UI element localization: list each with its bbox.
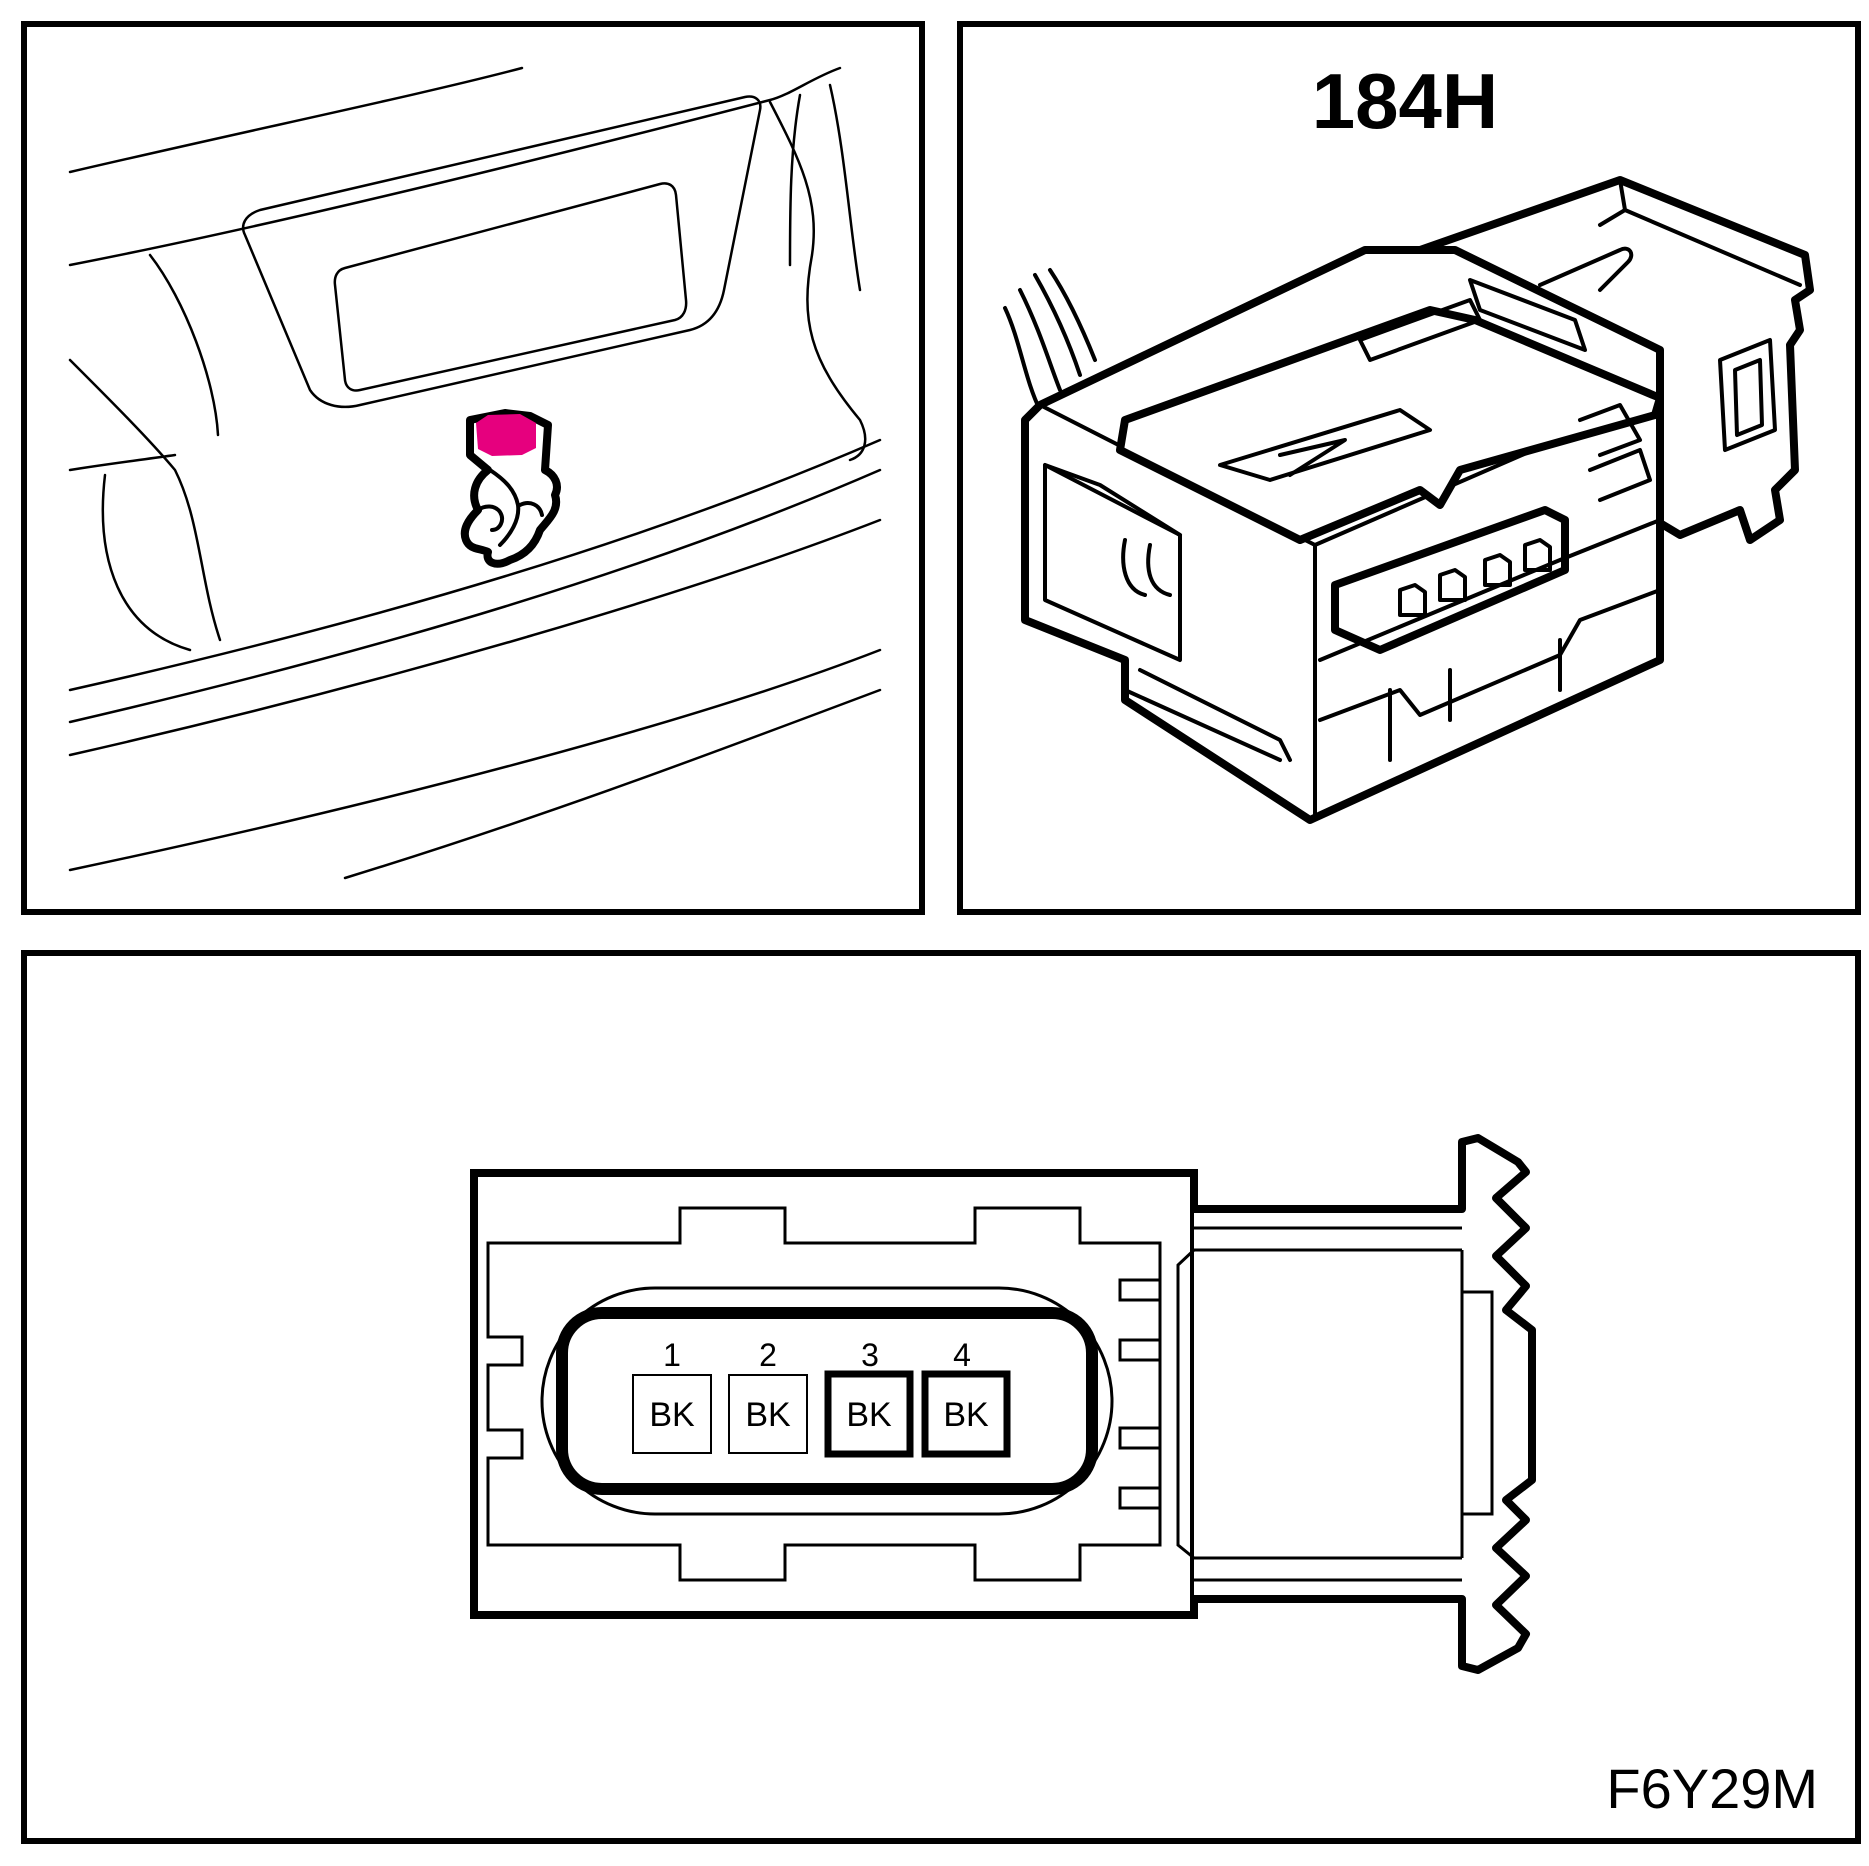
face-shroud-oval [540, 1286, 1114, 1516]
location-panel-frame [21, 21, 925, 915]
pin-3-color: BK [846, 1396, 892, 1434]
pin-2-number: 2 [759, 1337, 777, 1373]
pin-3-number: 3 [861, 1337, 879, 1373]
connector-face-panel: 1 BK 2 BK 3 BK 4 BK F6Y29M [21, 950, 1861, 1844]
pin-2-cavity [728, 1374, 808, 1454]
pin-4-color: BK [943, 1396, 989, 1434]
location-panel [21, 21, 925, 915]
pin-1: 1 BK [632, 1337, 712, 1454]
connector-id-label: 184H [1312, 57, 1498, 145]
pin-3: 3 BK [824, 1337, 914, 1458]
pin-3-cavity [824, 1370, 914, 1458]
pin-1-cavity [632, 1374, 712, 1454]
figure-code-label: F6Y29M [1606, 1757, 1818, 1820]
vehicle-rear-outline [68, 66, 882, 880]
face-housing-inner [486, 1206, 1162, 1582]
connector-3d-panel: 184H [957, 21, 1861, 915]
face-latch [1194, 1134, 1536, 1674]
pin-1-color: BK [649, 1396, 695, 1434]
pin-2-color: BK [745, 1396, 791, 1434]
pin-4-number: 4 [953, 1337, 971, 1373]
connector-3d-drawing [1003, 176, 1814, 824]
pin-2: 2 BK [728, 1337, 808, 1454]
connector-location-marker [460, 409, 561, 568]
face-seal [556, 1307, 1098, 1495]
connector-highlight [476, 414, 536, 456]
pin-1-number: 1 [663, 1337, 681, 1373]
pin-4-cavity [921, 1370, 1011, 1458]
pin-4: 4 BK [921, 1337, 1011, 1458]
connector-face-drawing: 1 BK 2 BK 3 BK 4 BK [470, 1134, 1536, 1674]
